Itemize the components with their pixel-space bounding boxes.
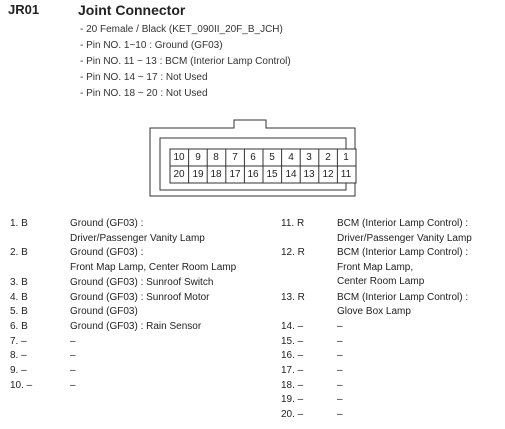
pin-description: Ground (GF03) — [70, 306, 138, 317]
pin-number: 7. – — [10, 335, 27, 347]
pin-number: 18. – — [281, 379, 304, 391]
pin-description: Center Room Lamp — [337, 276, 425, 288]
pin-description: Ground (GF03) : Rain Sensor — [70, 321, 202, 332]
pin-description: Glove Box Lamp — [337, 306, 411, 318]
pin-description: Ground (GF03) : — [70, 218, 144, 229]
pin-description: – — [337, 335, 343, 347]
pin-number: 12. R — [281, 247, 305, 258]
spec-pins-ground: - Pin NO. 1~10 : Ground (GF03) — [80, 40, 223, 51]
pin-cavity-12: 12 — [322, 169, 334, 180]
pin-number: 13. R — [281, 291, 305, 303]
pin-number: 16. – — [281, 350, 304, 361]
pin-description: Ground (GF03) : — [70, 247, 144, 258]
pin-cavity-5: 5 — [269, 152, 275, 163]
pin-description: BCM (Interior Lamp Control) : — [337, 218, 469, 229]
spec-pins-bcm: - Pin NO. 11 ~ 13 : BCM (Interior Lamp C… — [80, 56, 291, 67]
pin-cavity-7: 7 — [232, 152, 238, 163]
pin-number: 11. R — [281, 218, 305, 229]
pin-number: 19. – — [281, 394, 304, 405]
pin-cavity-13: 13 — [303, 169, 315, 180]
pin-number: 1. B — [10, 218, 28, 229]
pin-number: 4. B — [10, 291, 28, 303]
connector-code: JR01 — [8, 2, 40, 17]
pin-number: 2. B — [10, 247, 28, 258]
connector-housing — [149, 119, 357, 197]
pin-number: 14. – — [281, 321, 304, 332]
pin-description: – — [337, 409, 343, 420]
pin-description: Driver/Passenger Vanity Lamp — [337, 232, 472, 244]
pin-description: – — [337, 365, 343, 376]
pin-cavity-18: 18 — [210, 169, 222, 180]
pin-table-left: 1. B Ground (GF03) : Driver/Passenger Va… — [10, 218, 237, 391]
spec-type: - 20 Female / Black (KET_090II_20F_B_JCH… — [80, 24, 283, 35]
pin-number: 8. – — [10, 350, 27, 361]
pin-description: Front Map Lamp, — [337, 261, 414, 273]
pin-description: – — [337, 321, 343, 332]
pin-cavity-1: 1 — [343, 152, 349, 163]
spec-pins-not-used-a: - Pin NO. 14 ~ 17 : Not Used — [80, 72, 208, 83]
pin-cavity-15: 15 — [266, 169, 278, 180]
connector-spec-list: - 20 Female / Black (KET_090II_20F_B_JCH… — [80, 22, 291, 102]
pin-number: 6. B — [10, 321, 28, 332]
pin-cavity-8: 8 — [213, 152, 219, 163]
pin-cavity-14: 14 — [285, 169, 297, 180]
pin-dividers — [188, 149, 338, 183]
pin-description: BCM (Interior Lamp Control) : — [337, 247, 469, 258]
pin-cavity-4: 4 — [288, 152, 294, 163]
pin-description: – — [70, 365, 76, 376]
pin-cavity-20: 20 — [173, 169, 185, 180]
pin-cavity-16: 16 — [247, 169, 259, 180]
pin-number: 10. – — [10, 379, 33, 391]
pin-description: Driver/Passenger Vanity Lamp — [70, 232, 205, 244]
page-title: Joint Connector — [78, 2, 186, 18]
pin-number: 15. – — [281, 335, 304, 347]
pin-description: – — [337, 350, 343, 361]
pin-cavity-17: 17 — [229, 169, 241, 180]
pin-description: Ground (GF03) : Sunroof Motor — [70, 291, 210, 303]
pin-description: – — [337, 394, 343, 405]
pin-cavity-3: 3 — [306, 152, 312, 163]
pin-cavity-2: 2 — [325, 152, 331, 163]
pin-description: – — [70, 335, 76, 347]
spec-pins-not-used-b: - Pin NO. 18 ~ 20 : Not Used — [80, 88, 208, 99]
pin-number: 20. – — [281, 409, 304, 420]
pin-cavity-19: 19 — [192, 169, 204, 180]
pin-cavity-10: 10 — [173, 152, 185, 163]
pin-description: Ground (GF03) : Sunroof Switch — [70, 277, 214, 288]
pin-description: BCM (Interior Lamp Control) : — [337, 291, 469, 303]
pin-number: 3. B — [10, 277, 28, 288]
pin-cavity-6: 6 — [250, 152, 256, 163]
pin-description: – — [70, 379, 76, 391]
pin-number: 9. – — [10, 365, 27, 376]
pin-description: Front Map Lamp, Center Room Lamp — [70, 261, 237, 273]
pin-cavity-11: 11 — [340, 169, 352, 180]
pin-description: – — [70, 350, 76, 361]
pin-number: 5. B — [10, 306, 28, 317]
pin-cavity-9: 9 — [195, 152, 201, 163]
pin-description: – — [337, 379, 343, 391]
pin-number: 17. – — [281, 365, 304, 376]
